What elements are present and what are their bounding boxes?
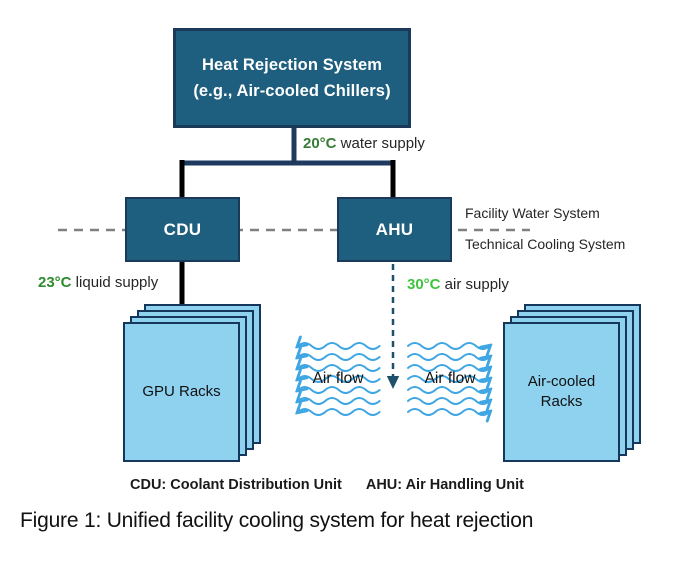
ahu-box: AHU <box>337 197 452 262</box>
liquid-supply-text: liquid supply <box>71 274 159 291</box>
heat-box-line1: Heat Rejection System <box>202 55 382 74</box>
water-supply-text: water supply <box>336 135 425 152</box>
abbreviation-legend: CDU: Coolant Distribution Unit AHU: Air … <box>130 477 524 493</box>
liquid-supply-label: 23°C liquid supply <box>38 274 158 291</box>
air-supply-temp: 30°C <box>407 276 441 293</box>
legend-ahu: AHU: Air Handling Unit <box>365 477 524 493</box>
gpu-racks-label: GPU Racks <box>142 382 221 400</box>
cdu-label: CDU <box>163 219 202 239</box>
water-supply-label: 20°C water supply <box>303 135 425 152</box>
cdu-box: CDU <box>125 197 240 262</box>
air-cooled-racks-line1: Air-cooled <box>527 372 596 390</box>
airflow-waves-right <box>407 342 490 415</box>
air-supply-text: air supply <box>440 276 509 293</box>
air-supply-arrowhead <box>386 376 400 389</box>
heat-box-line2: (e.g., Air-cooled Chillers) <box>193 82 391 100</box>
air-cooled-racks-box: Air-cooled Racks <box>503 322 620 462</box>
gpu-racks-stack: GPU Racks <box>123 304 285 462</box>
ahu-label: AHU <box>375 219 414 239</box>
heat-rejection-system-box: Heat Rejection System (e.g., Air-cooled … <box>173 28 411 128</box>
water-supply-temp: 20°C <box>303 135 337 152</box>
liquid-supply-temp: 23°C <box>38 274 72 291</box>
air-cooled-racks-stack: Air-cooled Racks <box>503 304 665 462</box>
facility-water-system-label: Facility Water System <box>465 205 600 221</box>
airflow-right-label: Air flow <box>424 370 476 387</box>
legend-cdu: CDU: Coolant Distribution Unit <box>130 477 342 493</box>
technical-cooling-system-label: Technical Cooling System <box>465 236 626 252</box>
airflow-left-label: Air flow <box>312 370 364 387</box>
water-connector-line <box>179 126 396 166</box>
gpu-racks-box: GPU Racks <box>123 322 240 462</box>
figure-caption: Figure 1: Unified facility cooling syste… <box>20 509 534 532</box>
air-cooled-racks-line2: Racks <box>540 393 583 410</box>
air-supply-label: 30°C air supply <box>407 276 509 293</box>
airflow-waves-left <box>298 343 381 416</box>
